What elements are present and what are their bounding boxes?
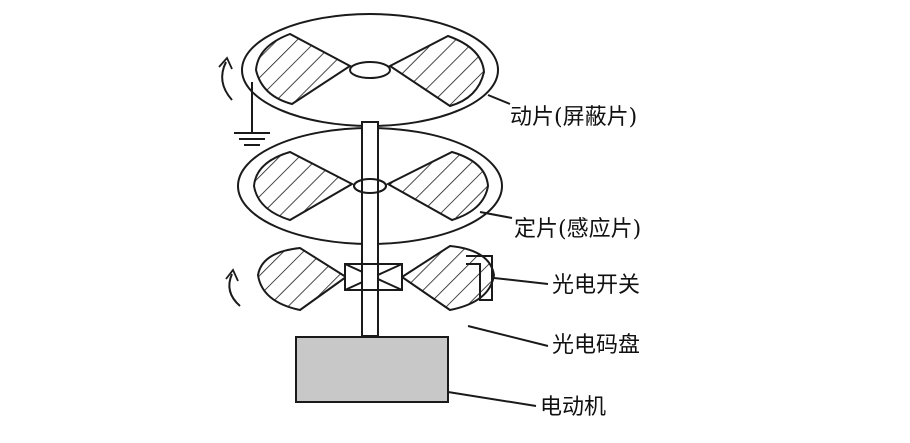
photo-disc-right-vane bbox=[400, 244, 496, 312]
rotation-arrow-top-icon bbox=[221, 61, 233, 101]
leader-motor bbox=[447, 391, 537, 407]
leader-photo-disc bbox=[467, 325, 549, 347]
ground-icon bbox=[234, 82, 270, 146]
label-photo-disc: 光电码盘 bbox=[552, 333, 640, 358]
photo-switch-bracket bbox=[466, 255, 493, 301]
moving-plate-left-vane bbox=[254, 32, 352, 106]
photo-disc-left-vane bbox=[256, 246, 348, 312]
label-motor: 电动机 bbox=[540, 395, 606, 420]
label-fixed-plate: 定片(感应片) bbox=[514, 217, 641, 242]
fixed-plate-left-vane bbox=[252, 150, 355, 222]
leader-moving-plate bbox=[487, 94, 511, 105]
moving-plate-hub bbox=[349, 61, 391, 79]
moving-plate-right-vane bbox=[388, 34, 486, 108]
label-photo-switch: 光电开关 bbox=[552, 273, 640, 298]
leader-fixed-plate bbox=[479, 211, 513, 219]
rotation-arrow-bottom-icon bbox=[228, 273, 241, 307]
label-moving-plate: 动片(屏蔽片) bbox=[510, 105, 637, 130]
rotation-arrowhead-top-icon bbox=[218, 56, 233, 70]
moving-plate bbox=[241, 13, 499, 127]
rotation-arrowhead-bottom-icon bbox=[225, 268, 239, 282]
motor-body bbox=[295, 336, 449, 403]
drive-shaft bbox=[361, 121, 379, 337]
fixed-plate-right-vane bbox=[385, 150, 490, 222]
leader-photo-switch bbox=[493, 277, 549, 285]
